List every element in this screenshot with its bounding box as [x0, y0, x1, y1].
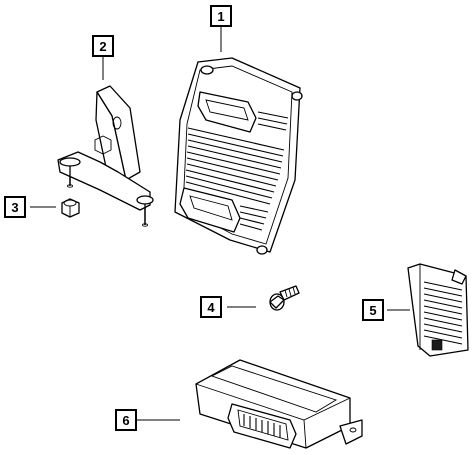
- box-control-module: [195, 359, 363, 449]
- finned-control-module: [407, 263, 469, 357]
- callout-6: 6: [115, 409, 137, 431]
- callout-label: 1: [217, 8, 225, 24]
- callout-label: 2: [99, 38, 107, 54]
- callout-2: 2: [92, 35, 114, 57]
- callout-3: 3: [4, 196, 26, 218]
- connector-pins: [243, 414, 281, 438]
- callout-5: 5: [362, 299, 384, 321]
- callout-4: 4: [200, 296, 222, 318]
- cooling-fins: [185, 111, 289, 231]
- hex-nut: [61, 198, 80, 218]
- engine-control-module: [174, 57, 303, 255]
- module-fins: [423, 281, 463, 345]
- mounting-bracket: [57, 85, 154, 227]
- mounting-screw: [269, 285, 300, 311]
- callout-label: 3: [11, 199, 19, 215]
- callout-label: 5: [369, 302, 377, 318]
- callout-label: 6: [122, 412, 130, 428]
- callout-1: 1: [210, 5, 232, 27]
- leader-lines: [30, 26, 410, 421]
- callout-label: 4: [207, 299, 215, 315]
